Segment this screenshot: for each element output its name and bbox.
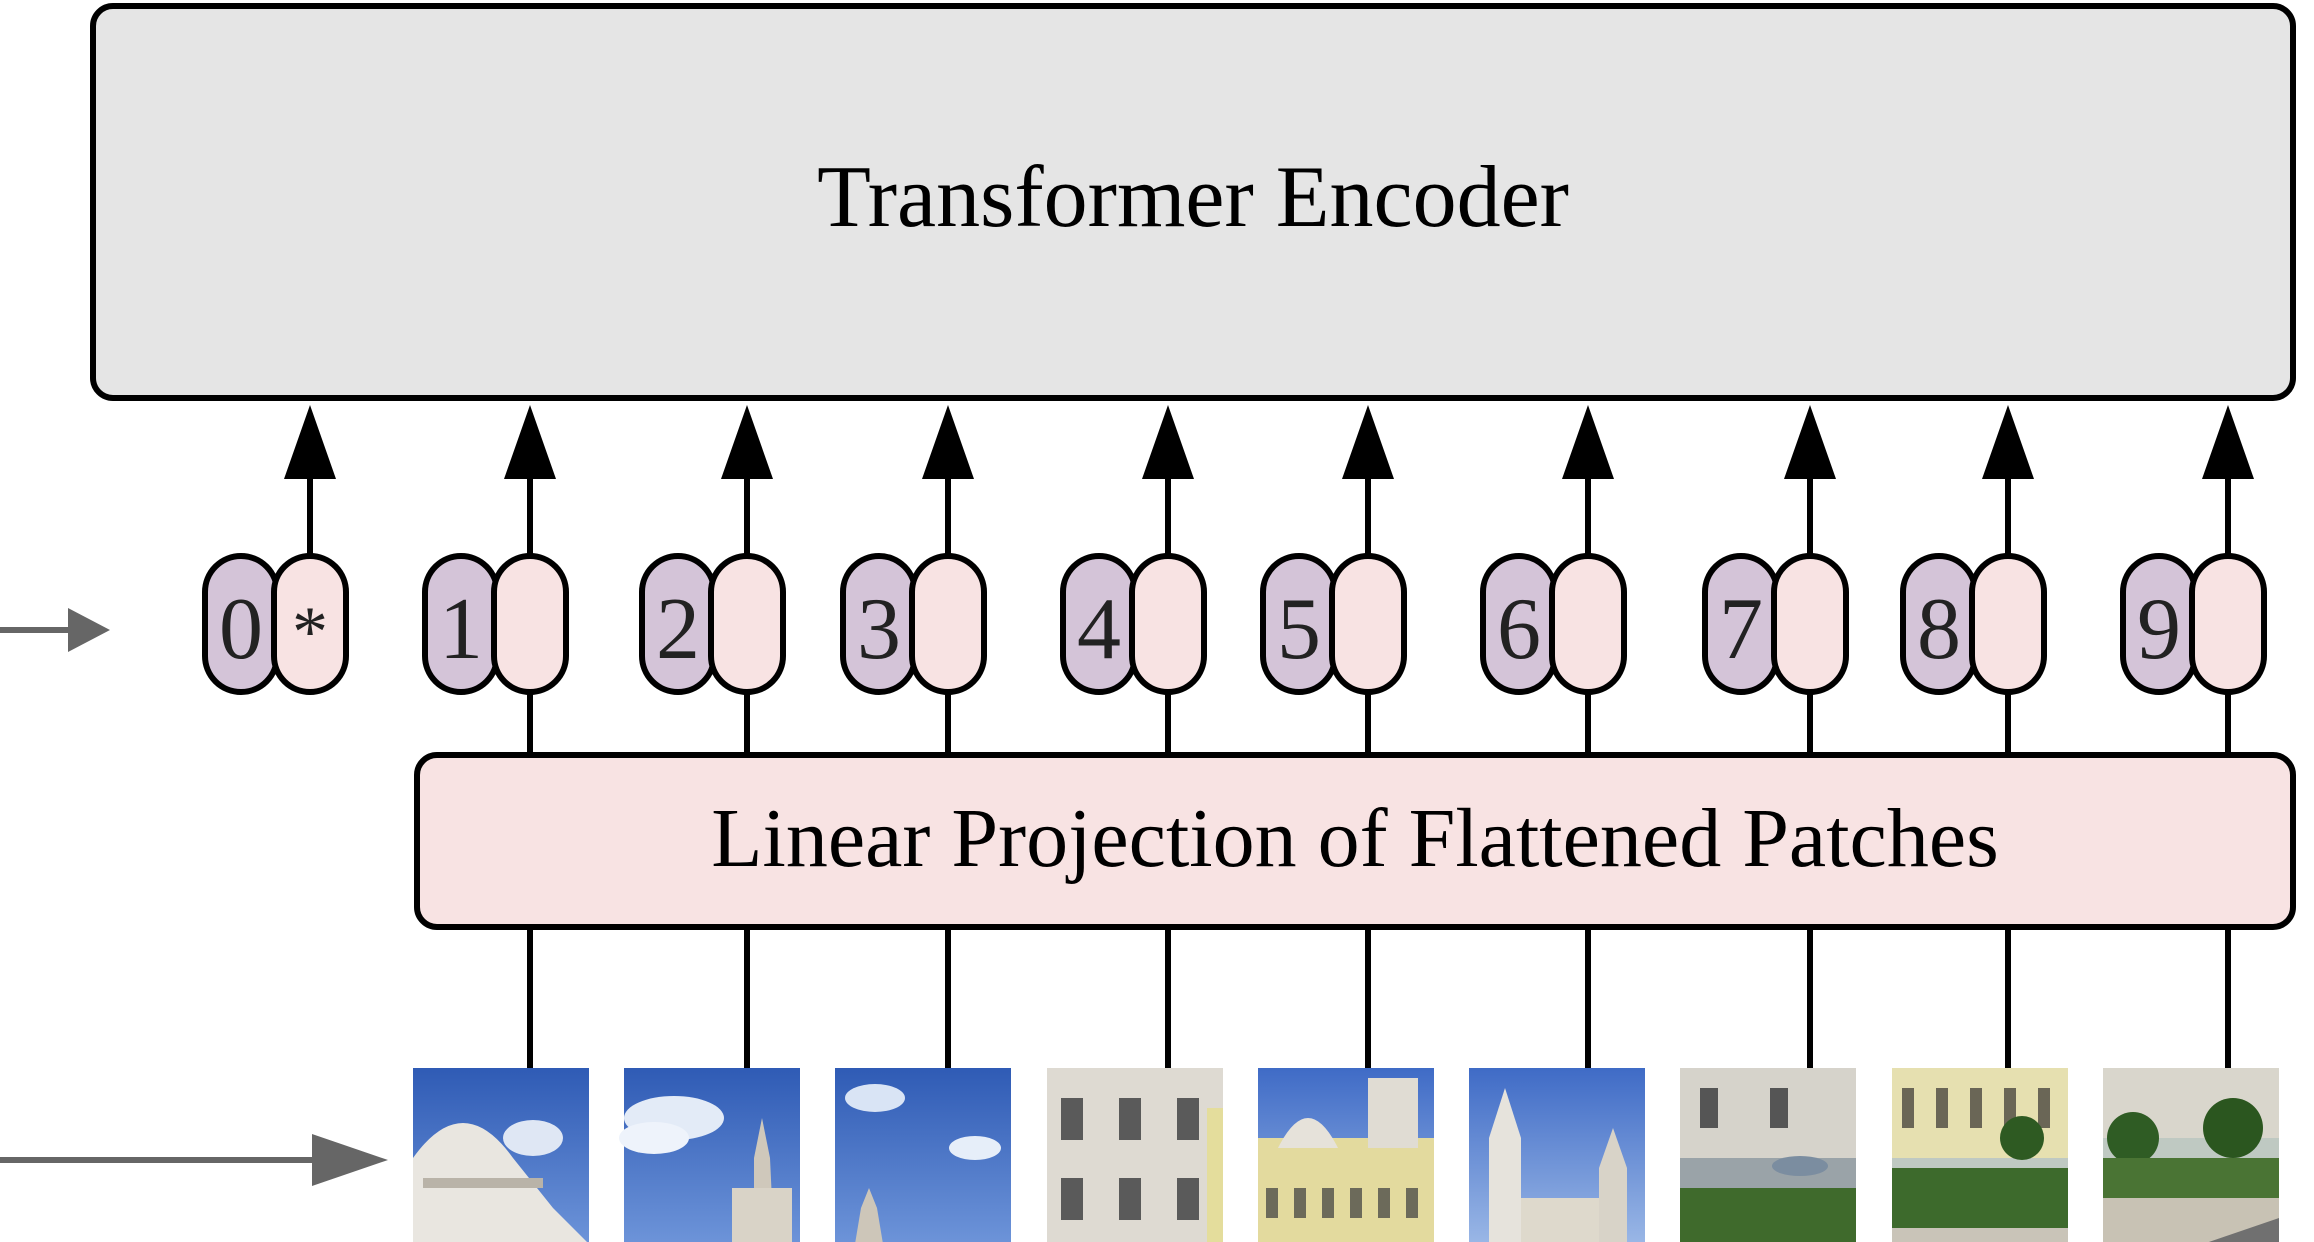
image-patches (413, 1068, 2279, 1242)
encoder-arrow-8 (1982, 405, 2034, 556)
position-index-label: 0 (219, 581, 263, 678)
class-token-label: * (292, 592, 328, 672)
palace-facade-icon (1258, 1068, 1434, 1242)
encoder-arrow-2 (721, 405, 773, 556)
position-index-label: 5 (1277, 581, 1321, 678)
token-1: 1 (422, 553, 569, 695)
encoder-arrow-head (2202, 405, 2254, 479)
patch-embedding (708, 553, 786, 695)
encoder-arrow-4 (1142, 405, 1194, 556)
street-cars-icon (1680, 1068, 1856, 1242)
encoder-arrow-0 (284, 405, 336, 556)
patch-embedding (491, 553, 569, 695)
token-6: 6 (1480, 553, 1627, 695)
patch-embedding (2189, 553, 2267, 695)
encoder-arrow-head (922, 405, 974, 479)
patch-embedding (1549, 553, 1627, 695)
token-0: 0* (202, 553, 349, 695)
transformer-encoder-label: Transformer Encoder (817, 149, 1569, 246)
encoder-arrow-head (1562, 405, 1614, 479)
position-index-label: 8 (1917, 581, 1961, 678)
position-index-label: 9 (2137, 581, 2181, 678)
plaza-hedges-icon (1892, 1068, 2068, 1242)
encoder-arrow-head (504, 405, 556, 479)
transformer-encoder-box (90, 3, 2296, 401)
transformer-encoder: Transformer Encoder (90, 3, 2296, 401)
encoder-arrow-head (284, 405, 336, 479)
encoder-arrow-head (721, 405, 773, 479)
position-index-label: 2 (656, 581, 700, 678)
encoder-arrow-head (1342, 405, 1394, 479)
projection-lines (527, 692, 2231, 1068)
position-index-label: 1 (439, 581, 483, 678)
encoder-arrow-5 (1342, 405, 1394, 556)
encoder-arrow-1 (504, 405, 556, 556)
patch-embedding (1329, 553, 1407, 695)
encoder-arrow-7 (1784, 405, 1836, 556)
encoder-arrow-9 (2202, 405, 2254, 556)
token-9: 9 (2120, 553, 2267, 695)
patch-embedding (1771, 553, 1849, 695)
spire-sky-icon (835, 1068, 1011, 1242)
dome-sky-icon (413, 1068, 589, 1242)
embedding-input-arrowhead (68, 608, 110, 652)
position-index-label: 7 (1719, 581, 1763, 678)
position-index-label: 3 (857, 581, 901, 678)
token-8: 8 (1900, 553, 2047, 695)
encoder-arrow-head (1982, 405, 2034, 479)
linear-projection: Linear Projection of Flattened Patches (414, 752, 2296, 930)
side-arrows (0, 608, 388, 1186)
patch-embedding (1969, 553, 2047, 695)
token-7: 7 (1702, 553, 1849, 695)
position-index-label: 6 (1497, 581, 1541, 678)
position-index-label: 4 (1077, 581, 1121, 678)
token-5: 5 (1260, 553, 1407, 695)
encoder-arrow-6 (1562, 405, 1614, 556)
patch-embedding (1129, 553, 1207, 695)
linear-projection-box (414, 752, 2296, 930)
encoder-arrow-head (1142, 405, 1194, 479)
encoder-arrow-head (1784, 405, 1836, 479)
token-4: 4 (1060, 553, 1207, 695)
token-2: 2 (639, 553, 786, 695)
bell-towers-icon (1469, 1068, 1645, 1242)
park-trees-icon (2103, 1068, 2279, 1242)
token-3: 3 (840, 553, 987, 695)
patch-input-arrowhead (312, 1134, 388, 1186)
patch-embedding (909, 553, 987, 695)
tower-clouds-icon (619, 1068, 800, 1242)
facade-windows-icon (1047, 1068, 1223, 1242)
linear-projection-label: Linear Projection of Flattened Patches (711, 792, 1999, 885)
encoder-arrow-3 (922, 405, 974, 556)
encoder-input-arrows (284, 405, 2254, 556)
